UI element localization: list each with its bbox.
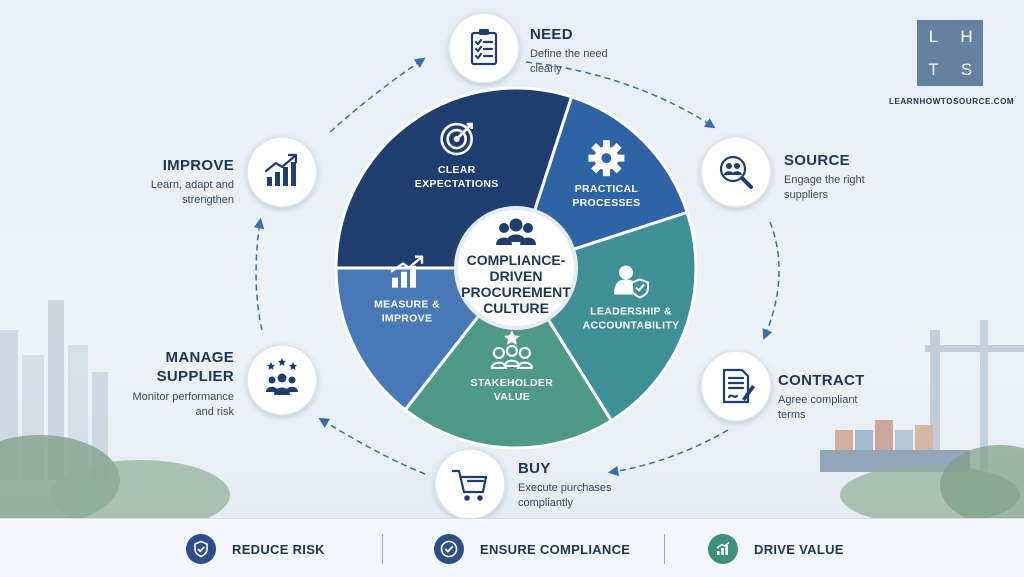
center-circle: [454, 206, 578, 330]
culture-wheel: CLEAR EXPECTATIONS PRACTICAL PROCESSES LEADE…: [334, 86, 698, 450]
segment-stakeholder-value-content: STAKEHOLDER VALUE: [471, 329, 554, 403]
team-icon: [496, 218, 536, 245]
step-source-node: [700, 136, 772, 208]
step-source-title: SOURCE: [784, 152, 850, 169]
segment-measure-improve-text: MEASURE &: [374, 299, 440, 311]
segment-leadership-accountability-content: LEADERSHIP & ACCOUNTABILITY: [583, 265, 680, 331]
cycle-arrow: [525, 61, 716, 129]
site-url: LEARNHOWTOSOURCE.COM: [889, 97, 1015, 106]
segment-practical-processes-text: PRACTICAL: [575, 183, 639, 195]
benefit-drive-value: DRIVE VALUE: [708, 534, 844, 564]
step-improve-title: IMPROVE: [162, 157, 234, 174]
center-title-line: PROCUREMENT: [461, 284, 571, 300]
contract-icon: [722, 368, 755, 404]
segment-clear-expectations-content: CLEAR EXPECTATIONS: [415, 122, 499, 190]
segment-clear-expectations-text: EXPECTATIONS: [415, 178, 499, 190]
gear-icon: [588, 140, 625, 177]
step-need-node: [448, 12, 520, 84]
leader-shield-icon: [613, 265, 649, 299]
bar-chart-icon: [708, 534, 738, 564]
segment-measure-improve-content: MEASURE & IMPROVE: [374, 255, 440, 325]
trend-chart-icon: [264, 153, 298, 186]
step-improve-node: [246, 136, 318, 208]
segment-measure-improve-text: IMPROVE: [382, 313, 433, 325]
cart-icon: [451, 469, 488, 501]
divider: [382, 534, 383, 564]
center-title-line: CULTURE: [483, 300, 549, 316]
trees-right: [840, 445, 1024, 525]
check-circle-icon: [434, 534, 464, 564]
benefit-ensure-compliance: ENSURE COMPLIANCE: [434, 534, 630, 564]
trees-left: [0, 435, 230, 530]
step-buy-node: [434, 448, 506, 520]
center-title-line: DRIVEN: [490, 268, 543, 284]
divider: [664, 534, 665, 564]
segment-clear-expectations-text: CLEAR: [438, 164, 476, 176]
benefit-reduce-risk: REDUCE RISK: [186, 534, 325, 564]
cycle-arrow: [253, 217, 265, 331]
segment-stakeholder-value-text: STAKEHOLDER: [471, 377, 554, 389]
center-title-line: COMPLIANCE-: [467, 252, 566, 268]
segment-practical-processes-content: PRACTICAL PROCESSES: [572, 140, 640, 209]
cycle-arrows: [253, 57, 780, 477]
supplier-rating-icon: [266, 358, 298, 395]
benefit-reduce-risk-label: REDUCE RISK: [232, 541, 325, 557]
growth-chart-icon: [390, 255, 424, 288]
cycle-nodes: [246, 12, 772, 520]
step-need-title: NEED: [530, 26, 573, 43]
segment-leadership-accountability-text: ACCOUNTABILITY: [583, 319, 680, 331]
step-buy-title: BUY: [518, 460, 551, 477]
benefit-drive-value-label: DRIVE VALUE: [754, 541, 844, 557]
segment-stakeholder-value-text: VALUE: [494, 391, 530, 403]
background-scenery: [0, 300, 1024, 480]
benefits-bar: REDUCE RISK ENSURE COMPLIANCE DRIVE VALU…: [0, 518, 1024, 577]
segment-practical-processes-text: PROCESSES: [572, 197, 640, 209]
step-manage-supplier-node: [246, 344, 318, 416]
clipboard-icon: [470, 29, 498, 66]
cycle-arrow: [318, 417, 426, 475]
segment-leadership-accountability-text: LEADERSHIP &: [590, 305, 672, 317]
stakeholders-icon: [490, 329, 533, 370]
step-contract-title: CONTRACT: [778, 372, 865, 389]
cycle-arrow: [607, 429, 729, 477]
search-people-icon: [719, 155, 753, 189]
cycle-arrow: [329, 57, 426, 133]
shield-check-icon: [186, 534, 216, 564]
step-contract-node: [700, 350, 772, 422]
cycle-arrow: [762, 221, 780, 340]
target-icon: [440, 122, 473, 156]
benefit-ensure-compliance-label: ENSURE COMPLIANCE: [480, 541, 631, 557]
